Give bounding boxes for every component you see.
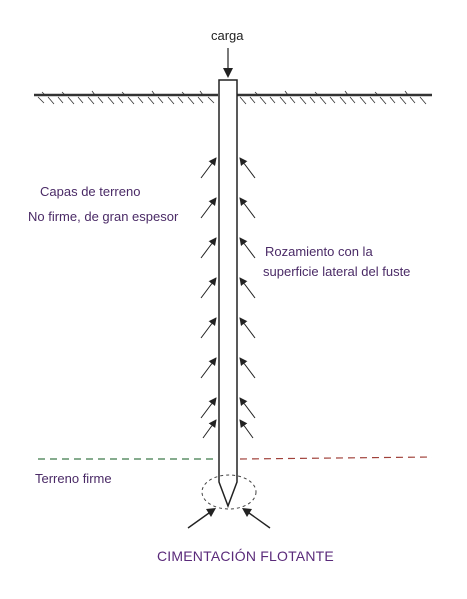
- ground-hatch-right: [239, 90, 427, 105]
- ground-hatch-left: [37, 90, 215, 105]
- tip-bearing-zone: [201, 474, 257, 510]
- tip-reaction-arrows: [187, 508, 271, 529]
- soil-layers-label: Capas de terreno: [40, 184, 141, 199]
- diagram-title: CIMENTACIÓN FLOTANTE: [157, 548, 334, 564]
- firm-ground-label: Terreno firme: [35, 471, 112, 486]
- load-arrow: [223, 48, 233, 78]
- friction-sublabel: superficie lateral del fuste: [263, 264, 411, 279]
- friction-arrows-right: [239, 157, 256, 439]
- friction-arrows-left: [200, 157, 217, 439]
- firm-ground-line: [38, 456, 433, 460]
- load-label: carga: [211, 28, 244, 43]
- ground-surface: [34, 90, 432, 105]
- friction-label: Rozamiento con la: [265, 244, 373, 259]
- pile-shaft: [218, 79, 238, 509]
- soil-layers-sublabel: No firme, de gran espesor: [28, 209, 179, 224]
